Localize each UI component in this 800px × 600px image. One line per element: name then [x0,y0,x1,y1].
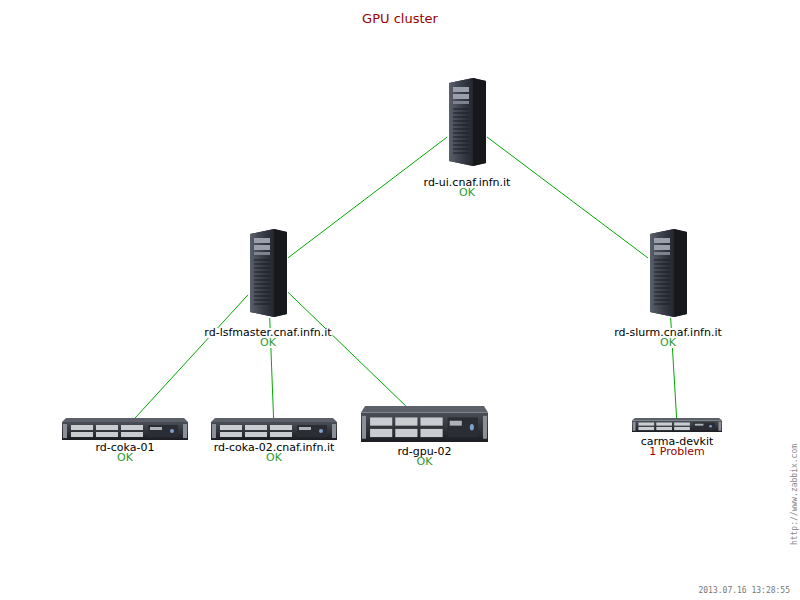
host-status: OK [659,338,677,348]
server-icon [447,77,487,167]
server-rack: rd-gpu-02OK [361,406,488,442]
server-tower: rd-slurm.cnaf.infn.itOK [648,228,688,318]
host-name: rd-ui.cnaf.infn.it [423,178,512,188]
host-status: OK [265,453,283,463]
host-name: rd-coka-02.cnaf.infn.it [213,443,336,453]
host-status: OK [116,453,134,463]
server-rack: rd-coka-01OK [62,418,188,440]
server-icon [248,228,288,318]
host-name: rd-lsfmaster.cnaf.infn.it [203,328,332,338]
link-line [288,137,447,258]
host-status: OK [259,338,277,348]
server-tower: rd-lsfmaster.cnaf.infn.itOK [248,228,288,318]
host-name: rd-gpu-02 [396,447,452,457]
host-status: OK [416,457,434,467]
timestamp: 2013.07.16 13:28:55 [698,586,790,595]
link-line [135,295,248,418]
host-name: rd-coka-01 [95,443,156,453]
link-line [288,292,406,406]
watermark: http://www.zabbix.com [790,435,799,555]
server-rack: rd-coka-02.cnaf.infn.itOK [211,418,337,440]
server-rack: carma-devkit1 Problem [632,418,722,432]
server-icon [632,418,722,432]
host-name: carma-devkit [640,437,715,447]
host-name: rd-slurm.cnaf.infn.it [613,328,723,338]
host-status: 1 Problem [648,447,705,457]
link-line [487,137,648,258]
server-tower: rd-ui.cnaf.infn.itOK [447,77,487,167]
map-title: GPU cluster [0,11,800,26]
server-icon [361,406,488,442]
server-icon [62,418,188,440]
host-status: OK [458,188,476,198]
server-icon [648,228,688,318]
server-icon [211,418,337,440]
